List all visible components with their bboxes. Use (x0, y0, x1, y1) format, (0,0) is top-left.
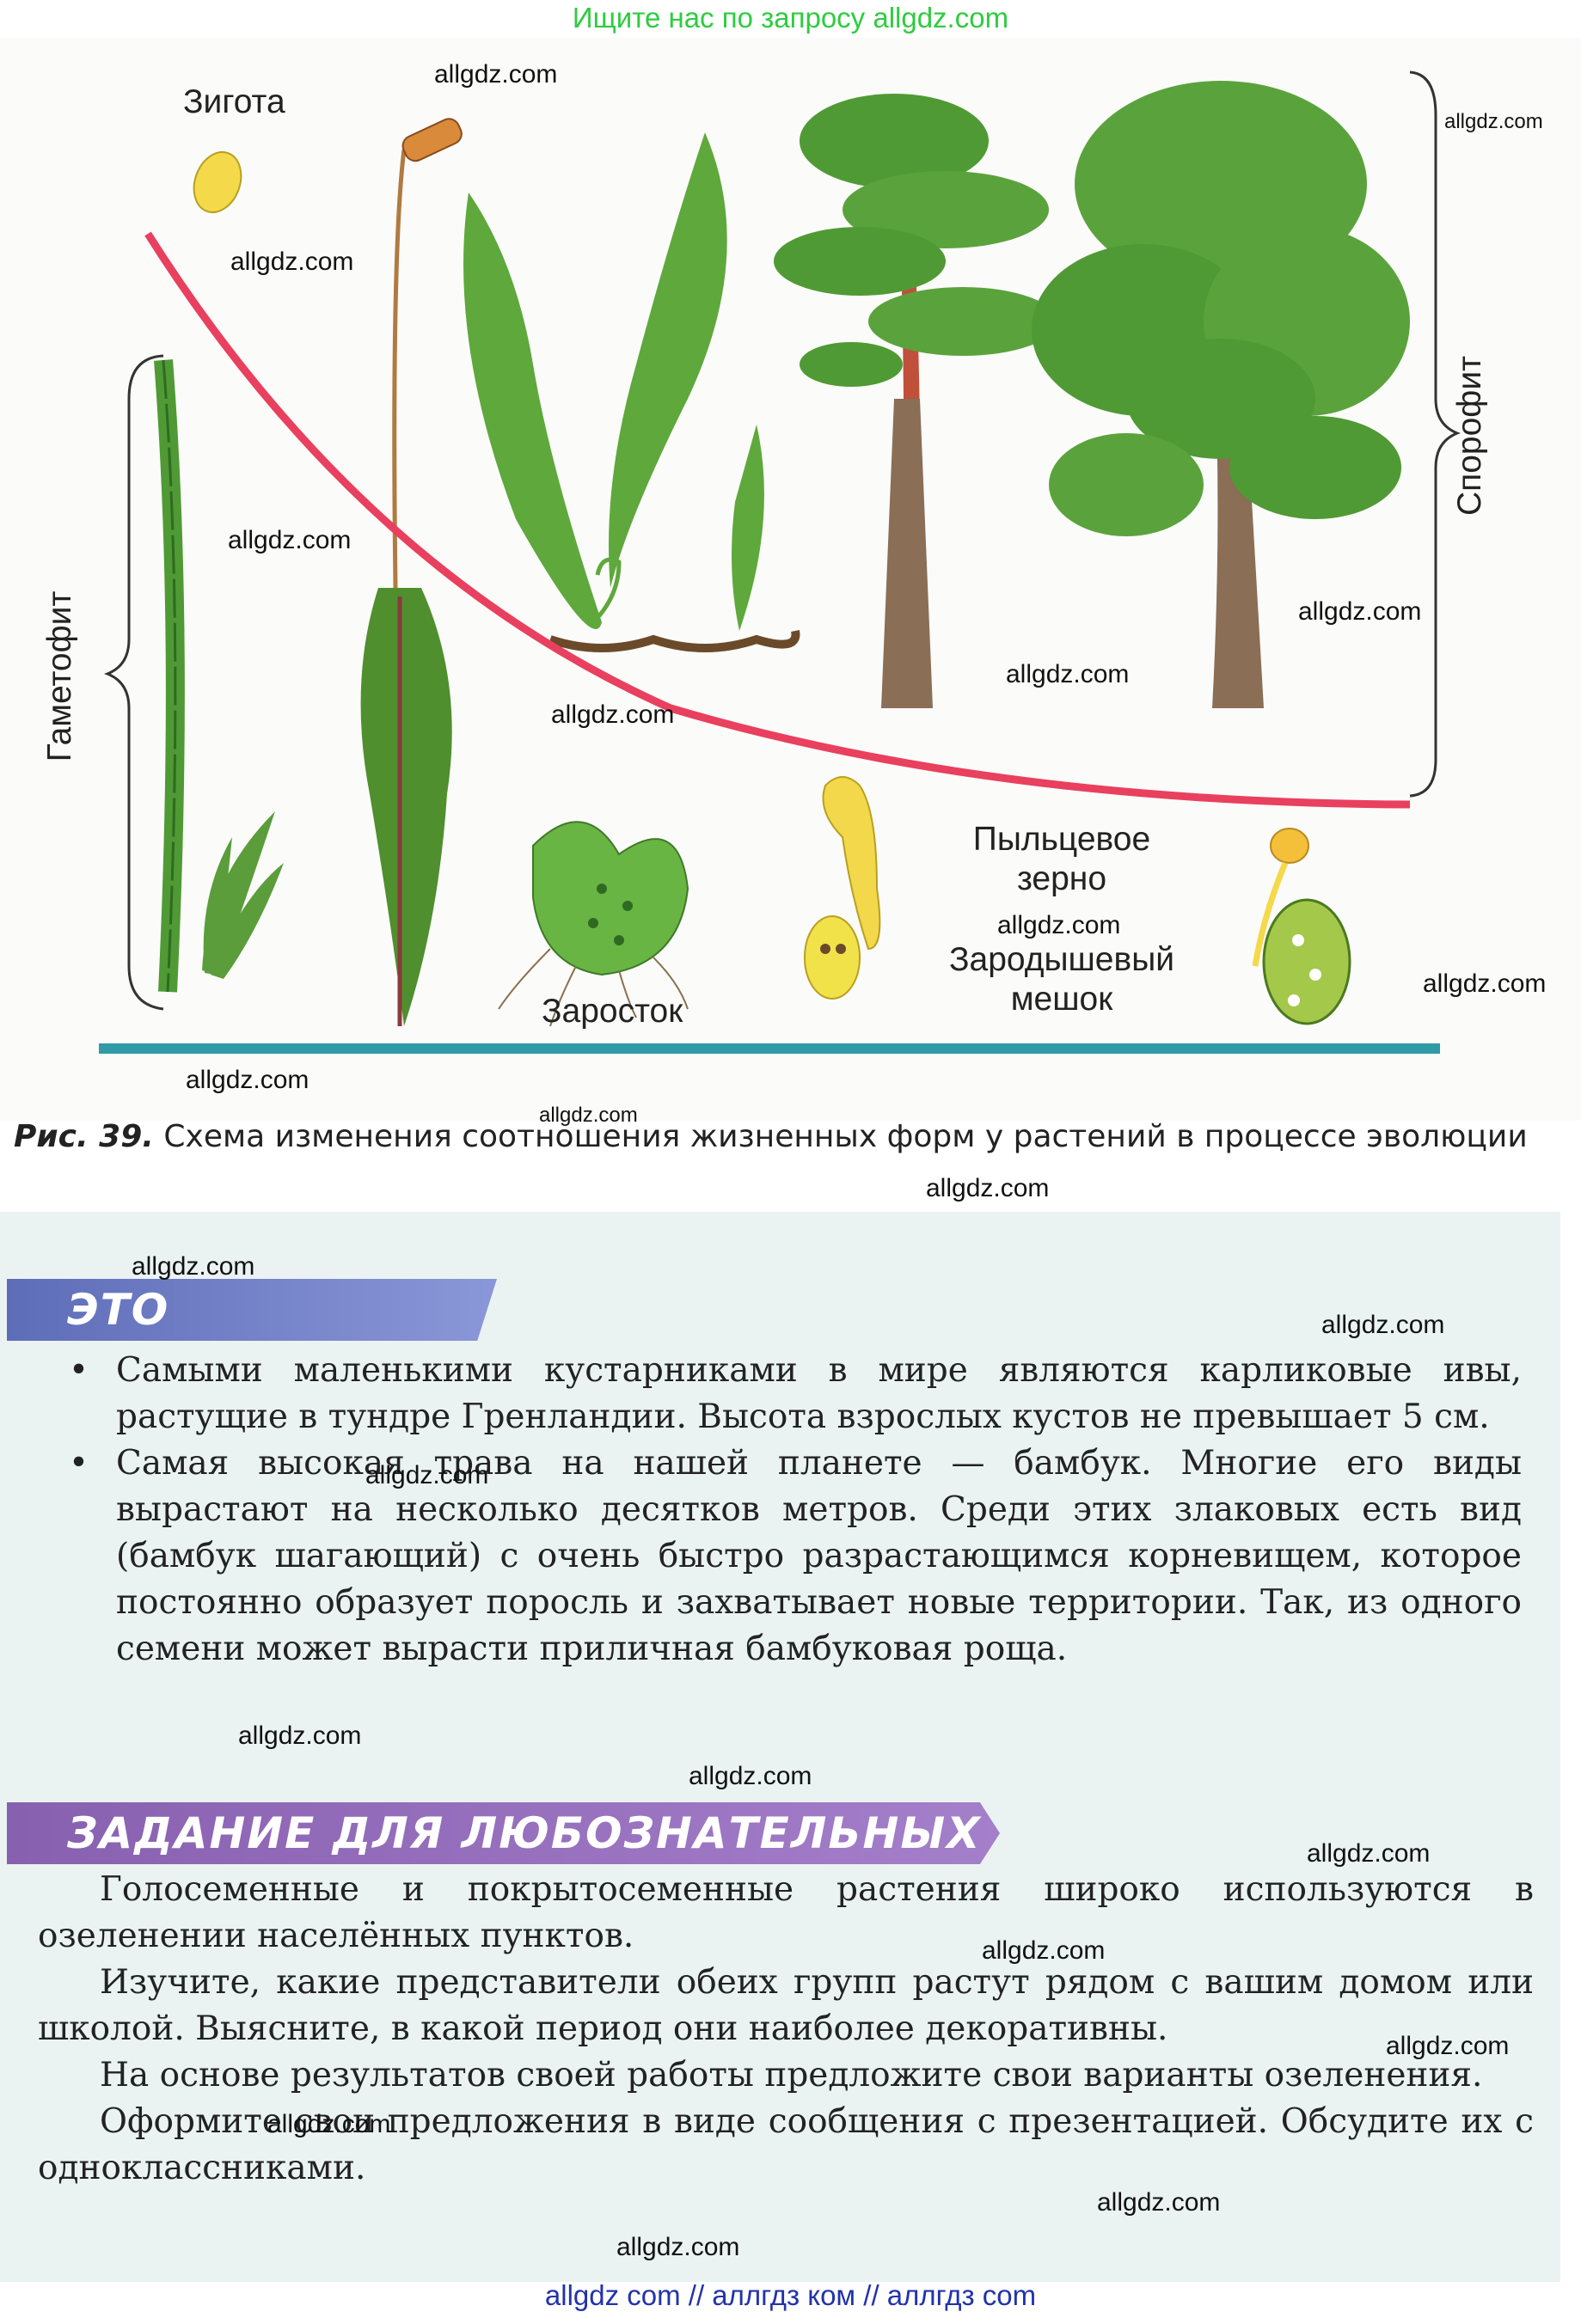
footer-links[interactable]: allgdz com // аллгдз ком // аллгдз com (544, 2279, 1037, 2311)
watermark: allgdz.com (689, 1762, 812, 1790)
alga-filament (154, 359, 185, 993)
bullet-marker: • (69, 1351, 89, 1390)
interesting-banner: ЭТО ИНТЕРЕСНО (7, 1279, 497, 1341)
pine-tree (774, 94, 1057, 708)
interesting-list: • Самыми маленькими кустарниками в мире я… (60, 1348, 1522, 1673)
watermark: allgdz.com (1006, 660, 1130, 688)
list-item-text: Самая высокая трава на нашей планете — б… (116, 1444, 1522, 1668)
fern-plant (463, 132, 800, 652)
moss-plant (360, 118, 463, 1026)
task-body: Голосеменные и покрытосеменные растения … (38, 1867, 1534, 2192)
gametophyte-bracket (103, 354, 164, 1011)
list-item: • Самыми маленькими кустарниками в мире я… (60, 1348, 1522, 1440)
evolution-curve (144, 231, 1411, 809)
zygote-cell (193, 151, 242, 213)
prothallus-plant (498, 821, 689, 1027)
label-sporophyte: Спорофит (1451, 355, 1488, 517)
figure-illustration (99, 70, 1462, 1054)
watermark: allgdz.com (230, 248, 354, 276)
task-paragraph: Голосеменные и покрытосеменные растения … (38, 1870, 1534, 1955)
watermark: allgdz.com (551, 700, 675, 729)
watermark: allgdz.com (1444, 110, 1543, 133)
watermark: allgdz.com (1298, 597, 1422, 626)
list-item: • Самая высокая трава на нашей планете — … (60, 1440, 1522, 1673)
watermark: allgdz.com (1386, 2032, 1510, 2060)
watermark: allgdz.com (132, 1252, 255, 1281)
watermark: allgdz.com (434, 60, 558, 89)
watermark: allgdz.com (1097, 2188, 1221, 2217)
watermark: allgdz.com (365, 1461, 489, 1489)
label-pollen-grain: Пыльцевое зерно (972, 821, 1151, 897)
bullet-marker: • (69, 1444, 89, 1483)
figure-number: Рис. 39. (14, 1119, 154, 1154)
task-paragraph: Оформите свои предложения в виде сообщен… (38, 2102, 1534, 2187)
broadleaf-tree (1032, 81, 1410, 708)
info-box (0, 1212, 1560, 2282)
evolution-figure: Зигота Гаметофит Спорофит Заросток Пыльц… (0, 38, 1581, 1121)
label-prothallus: Заросток (542, 993, 683, 1030)
watermark: allgdz.com (926, 1174, 1050, 1202)
watermark: allgdz.com (186, 1066, 309, 1094)
watermark: allgdz.com (1307, 1839, 1431, 1868)
list-item-text: Самыми маленькими кустарниками в мире яв… (116, 1351, 1522, 1436)
gymnosperm-pollen (804, 776, 881, 1000)
watermark: allgdz.com (238, 1722, 362, 1750)
figure-caption-text: Схема изменения соотношения жизненных фо… (153, 1119, 1528, 1154)
watermark: allgdz.com (267, 2110, 391, 2138)
watermark: allgdz.com (997, 911, 1121, 939)
task-banner: ЗАДАНИЕ ДЛЯ ЛЮБОЗНАТЕЛЬНЫХ (7, 1802, 1000, 1864)
task-paragraph: На основе результатов своей работы предл… (100, 2056, 1483, 2095)
top-search-link[interactable]: Ищите нас по запросу allgdz.com (572, 2, 1009, 34)
task-paragraph: Изучите, какие представители обеих групп… (38, 1963, 1534, 2048)
label-embryo-sac: Зародышевый мешок (948, 941, 1175, 1018)
watermark: allgdz.com (1423, 969, 1547, 998)
watermark: allgdz.com (228, 526, 352, 554)
watermark: allgdz.com (982, 1936, 1106, 1965)
watermark: allgdz.com (1321, 1311, 1445, 1339)
watermark: allgdz.com (616, 2233, 740, 2261)
figure-baseline (99, 1043, 1440, 1054)
label-zygote: Зигота (183, 83, 285, 120)
sporophyte-bracket (1409, 70, 1462, 798)
label-gametophyte: Гаметофит (41, 590, 78, 762)
watermark: allgdz.com (539, 1104, 638, 1127)
figure-caption: Рис. 39. Схема изменения соотношения жиз… (14, 1117, 1544, 1157)
liverwort-tuft (202, 811, 284, 979)
angiosperm-ovule (1252, 828, 1351, 1025)
